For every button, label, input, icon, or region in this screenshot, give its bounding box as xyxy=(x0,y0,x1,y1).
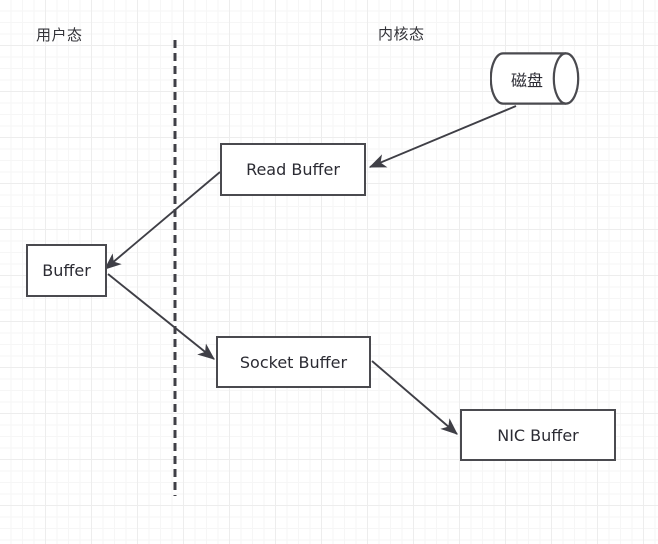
zone-label-user-space: 用户态 xyxy=(36,26,83,44)
node-disk[interactable]: 磁盘 xyxy=(490,52,580,105)
edge-socket-buffer-to-nic-buffer xyxy=(371,360,458,435)
node-nic-buffer[interactable]: NIC Buffer xyxy=(460,409,616,461)
edge-disk-to-read-buffer xyxy=(368,105,517,168)
node-buffer[interactable]: Buffer xyxy=(26,244,107,297)
edge-buffer-to-socket-buffer xyxy=(107,273,215,360)
cylinder-shape xyxy=(490,52,580,105)
zone-label-kernel-space: 内核态 xyxy=(378,25,425,43)
edge-read-buffer-to-buffer xyxy=(104,171,221,270)
node-socket-buffer[interactable]: Socket Buffer xyxy=(216,336,371,388)
node-read-buffer[interactable]: Read Buffer xyxy=(220,143,366,196)
node-disk-label: 磁盘 xyxy=(510,70,543,90)
